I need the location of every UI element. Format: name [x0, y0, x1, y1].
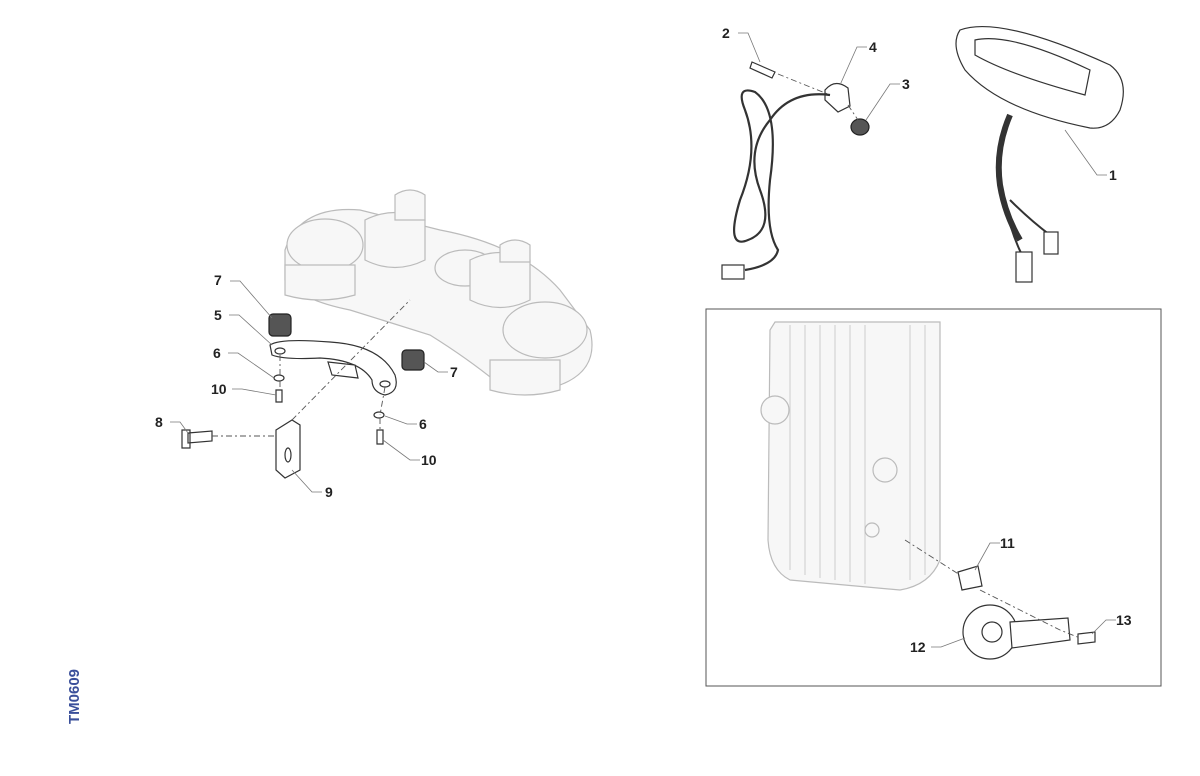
callout-6-right: 6 [419, 416, 427, 432]
instrument-panel [955, 25, 1124, 283]
inset-frame [705, 308, 1162, 687]
sensor-connector [721, 264, 745, 280]
triple-clamp-ghost [284, 189, 593, 396]
callout-3: 3 [902, 76, 910, 92]
washer-right [373, 411, 385, 419]
callout-7-left: 7 [214, 272, 222, 288]
callout-1: 1 [1109, 167, 1117, 183]
screw-right [376, 429, 384, 445]
drawing-code: TM0609 [66, 669, 83, 724]
bolt [181, 429, 213, 449]
rubber-grommet-left [268, 313, 292, 337]
speed-sensor [824, 82, 851, 113]
callout-2: 2 [722, 25, 730, 41]
callout-7-right: 7 [450, 364, 458, 380]
callout-10-right: 10 [421, 452, 437, 468]
horn-bracket [1009, 617, 1071, 649]
callout-leaders [170, 32, 1116, 648]
panel-connector-a [1043, 231, 1059, 255]
callout-5: 5 [214, 307, 222, 323]
radiator-ghost [767, 321, 941, 591]
callout-12: 12 [910, 639, 926, 655]
panel-connector-b [1015, 251, 1033, 283]
bracket-assembly [181, 299, 425, 479]
callout-8: 8 [155, 414, 163, 430]
radiator-horn-assembly [760, 321, 1096, 660]
screw-left [275, 389, 283, 403]
sensor-spacer [850, 118, 870, 136]
callout-labels: 2 4 3 1 7 5 6 10 7 6 10 8 9 11 12 13 [155, 25, 1132, 655]
sensor-bolt [749, 61, 776, 79]
sensor-cable [733, 89, 831, 272]
instrument-bracket [269, 339, 397, 396]
rubber-grommet-right [401, 349, 425, 371]
callout-4: 4 [869, 39, 877, 55]
callout-10-left: 10 [211, 381, 227, 397]
callout-13: 13 [1116, 612, 1132, 628]
horn-bolt [1077, 631, 1096, 645]
speed-sensor-assembly [721, 61, 870, 280]
washer-left [273, 374, 285, 382]
callout-9: 9 [325, 484, 333, 500]
callout-11: 11 [1000, 535, 1015, 551]
horn-clip [957, 565, 983, 591]
callout-6-left: 6 [213, 345, 221, 361]
